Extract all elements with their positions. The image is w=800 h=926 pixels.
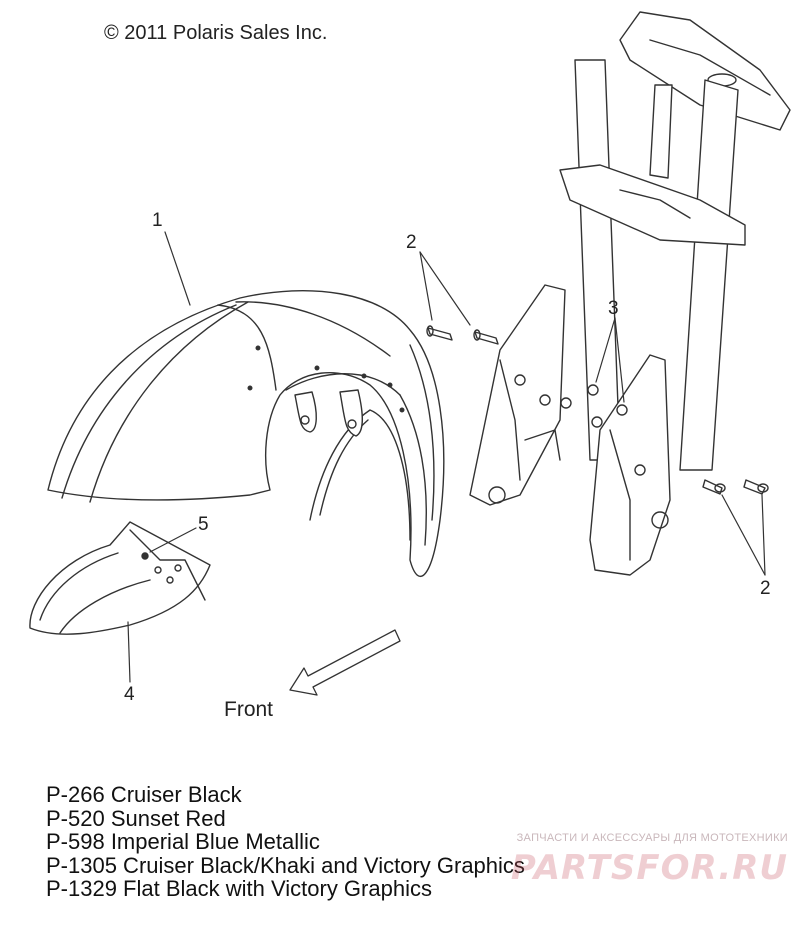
- legend-item: P-1329 Flat Black with Victory Graphics: [46, 876, 432, 901]
- front-label: Front: [224, 698, 273, 721]
- callout-2-upper: 2: [406, 232, 417, 253]
- hardware: [142, 325, 769, 559]
- callout-4: 4: [124, 684, 135, 705]
- front-fender: [47, 289, 445, 578]
- leader-lines: [127, 231, 766, 683]
- legend-item: P-598 Imperial Blue Metallic: [46, 829, 320, 854]
- callout-3: 3: [608, 298, 619, 319]
- callout-5: 5: [198, 514, 209, 535]
- callout-2-lower: 2: [760, 578, 771, 599]
- front-direction-arrow: [289, 629, 401, 696]
- legend-item: P-520 Sunset Red: [46, 805, 226, 831]
- fender-tip: [29, 521, 211, 635]
- legend-item: P-266 Cruiser Black: [46, 782, 242, 807]
- legend-item: P-1305 Cruiser Black/Khaki and Victory G…: [46, 852, 525, 878]
- paint-code-legend: P-266 Cruiser Black P-520 Sunset Red P-5…: [46, 783, 525, 901]
- callout-1: 1: [152, 210, 163, 231]
- front-fork: [469, 11, 791, 576]
- copyright-notice: © 2011 Polaris Sales Inc.: [104, 22, 328, 44]
